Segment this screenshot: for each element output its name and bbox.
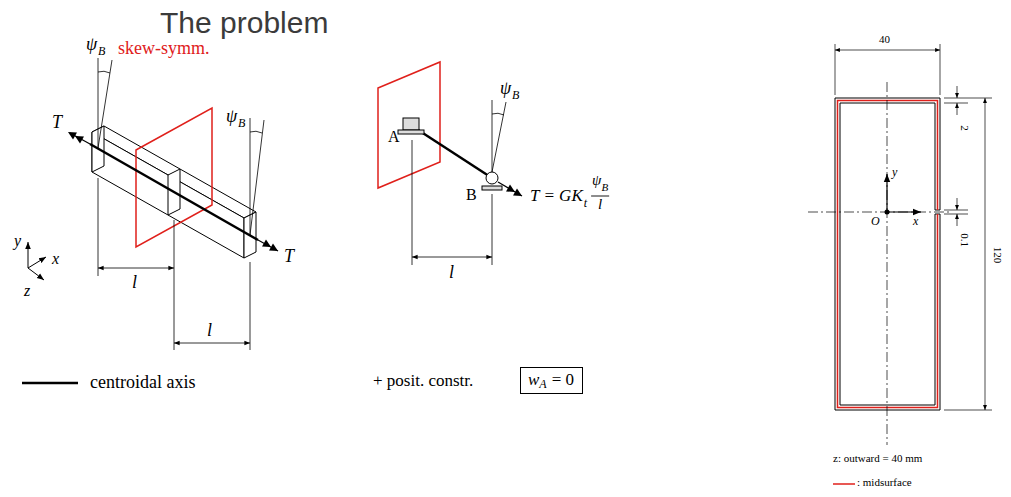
- angle-arc: [492, 113, 504, 115]
- torque-arrow: [258, 240, 278, 251]
- dimension-line: [957, 198, 958, 210]
- extension-line: [944, 210, 968, 211]
- dimension-value: 2: [959, 125, 972, 131]
- beam-side-face: [92, 132, 244, 258]
- legend-line-sample: [833, 483, 855, 485]
- legend-line-sample: [22, 382, 78, 385]
- extension-line: [835, 44, 836, 95]
- support-plate: [398, 130, 424, 134]
- section-outer: [835, 98, 940, 410]
- symmetry-plane: [378, 62, 440, 188]
- axis-label: x: [913, 215, 918, 229]
- extension-line: [944, 103, 968, 104]
- section-inner: [840, 103, 935, 405]
- support-label: B: [466, 186, 477, 204]
- reference-line: [492, 100, 493, 172]
- arrow-head: [269, 244, 278, 252]
- constraint-box: wA = 0: [520, 367, 583, 394]
- axis-label: y: [14, 232, 21, 250]
- rotation-line: [98, 60, 112, 148]
- axis-arrow: [28, 257, 46, 268]
- angle-symbol: ψ: [86, 34, 97, 55]
- dimension-value: 0.1: [959, 233, 972, 247]
- dimension-line: [985, 98, 986, 410]
- subscript: B: [238, 117, 245, 131]
- extension-line: [98, 178, 99, 276]
- length-dimension: l: [207, 320, 212, 341]
- angle-arc: [250, 131, 262, 133]
- axis-arrow: [886, 174, 887, 212]
- subscript: B: [512, 89, 519, 103]
- dimension-line: [174, 343, 250, 344]
- extension-line: [940, 44, 941, 95]
- subscript: B: [98, 45, 105, 59]
- length-dimension: l: [132, 272, 137, 293]
- origin-label: O: [871, 215, 880, 229]
- plane-label: skew-symm.: [118, 38, 210, 59]
- rotation-line: [492, 102, 506, 172]
- extension-line: [174, 220, 175, 350]
- rotation-line: [250, 120, 264, 235]
- clamp-support: [403, 118, 419, 130]
- subscript: t: [584, 197, 587, 211]
- dimension-value: 120: [992, 247, 1005, 264]
- angle-symbol: ψ: [592, 172, 601, 189]
- dimension-line: [957, 86, 958, 98]
- dimension-value: 40: [879, 33, 890, 46]
- extension-line: [250, 262, 251, 350]
- extension-line: [492, 194, 493, 265]
- legend-text: : midsurface: [857, 476, 912, 489]
- dimension-line: [412, 257, 492, 258]
- constraint-text: w: [528, 370, 539, 389]
- torque-arrow: [498, 182, 522, 196]
- support-plate: [482, 186, 502, 190]
- length-dimension: l: [449, 262, 454, 283]
- subscript: B: [601, 181, 608, 194]
- angle-arc: [98, 71, 110, 73]
- legend-text: centroidal axis: [90, 372, 195, 393]
- axis-label: y: [892, 166, 897, 180]
- arrow-head: [513, 189, 522, 196]
- angle-symbol: ψ: [226, 106, 237, 127]
- axis-label: z: [24, 282, 30, 300]
- arrow-head: [75, 136, 84, 144]
- note: z: outward = 40 mm: [833, 452, 922, 465]
- axis-arrow: [28, 242, 29, 268]
- arrow-head: [506, 185, 515, 192]
- arrow-head: [68, 132, 77, 140]
- dimension-line: [835, 50, 940, 51]
- subscript: A: [539, 377, 546, 391]
- page-title: The problem: [160, 6, 328, 41]
- dimension-line: [957, 103, 958, 115]
- arrow-head: [262, 240, 271, 248]
- axis-label: x: [52, 250, 59, 268]
- midsurface-line: [838, 101, 938, 408]
- torque-label: T: [52, 112, 62, 133]
- reference-line: [250, 118, 251, 235]
- extension-line: [412, 140, 413, 265]
- constraint-text: = 0: [552, 370, 574, 389]
- support-label: A: [388, 128, 400, 146]
- center-line: [887, 82, 888, 445]
- dimension-line: [957, 214, 958, 226]
- pin-support: [486, 172, 498, 184]
- constraint-note: + posit. constr.: [373, 371, 473, 391]
- angle-symbol: ψ: [500, 78, 511, 99]
- axis-arrow: [887, 211, 921, 212]
- torque-label: T: [284, 246, 294, 267]
- axis-arrow: [28, 268, 44, 280]
- torque-formula: T = GK: [530, 186, 583, 206]
- dimension-line: [98, 268, 174, 269]
- origin-dot: [885, 210, 890, 215]
- extension-line: [944, 214, 968, 215]
- center-line: [808, 212, 952, 213]
- length-symbol: l: [598, 196, 602, 213]
